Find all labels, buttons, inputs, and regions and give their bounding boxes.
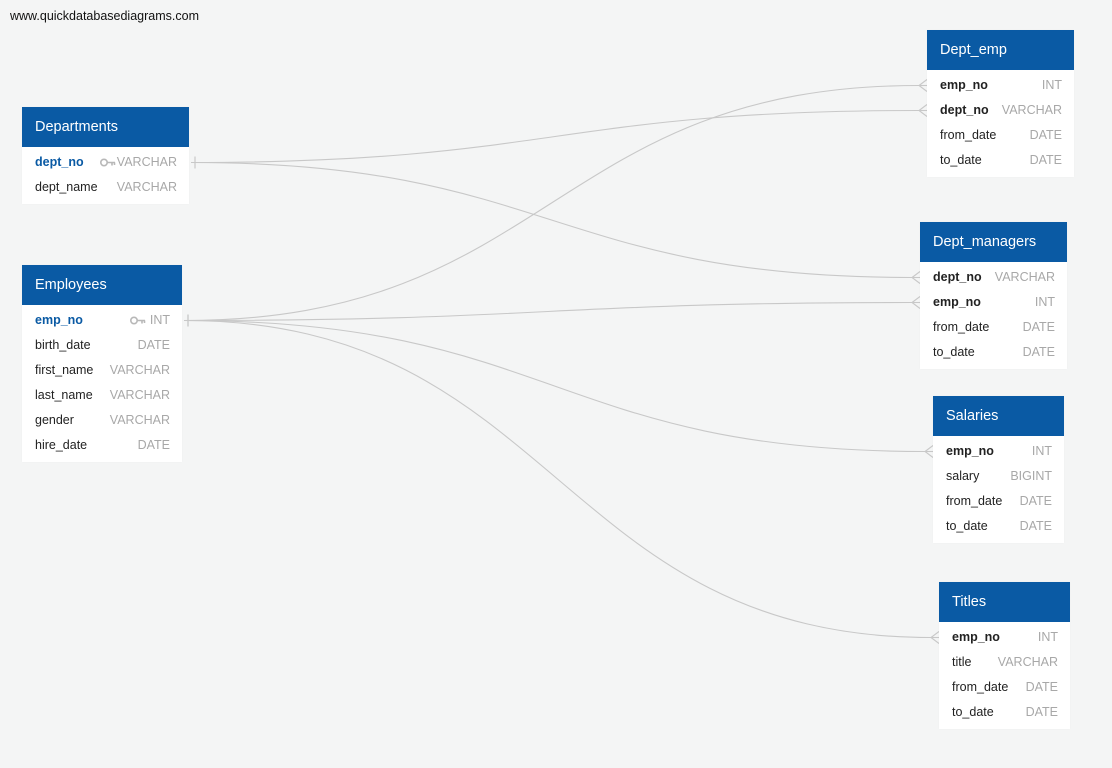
column-name: to_date [946, 519, 988, 533]
watermark-text: www.quickdatabasediagrams.com [10, 9, 199, 23]
column-name: gender [35, 413, 74, 427]
table-title[interactable]: Departments [22, 107, 189, 147]
column-type: DATE [1022, 320, 1055, 334]
column-row[interactable]: first_name VARCHAR [22, 358, 182, 383]
column-name: first_name [35, 363, 94, 377]
column-name: dept_name [35, 180, 98, 194]
column-row[interactable]: salary BIGINT [933, 464, 1064, 489]
relationship-line [190, 156, 921, 284]
column-type: INT [1034, 295, 1055, 309]
column-name: dept_no [933, 270, 982, 284]
column-type: VARCHAR [109, 363, 170, 377]
column-row[interactable]: to_date DATE [920, 340, 1067, 365]
column-row[interactable]: from_date DATE [920, 315, 1067, 340]
column-type: VARCHAR [109, 413, 170, 427]
table-employees[interactable]: Employees emp_no INT birth_date DATE fir… [22, 265, 182, 462]
column-name: last_name [35, 388, 93, 402]
table-title[interactable]: Dept_emp [927, 30, 1074, 70]
column-type: DATE [1022, 345, 1055, 359]
column-name: dept_no [35, 155, 84, 169]
column-list: emp_no INT birth_date DATE first_name VA… [22, 305, 182, 462]
table-titles[interactable]: Titles emp_no INT title VARCHAR from_dat… [939, 582, 1070, 729]
column-type: DATE [1029, 128, 1062, 142]
column-list: dept_no VARCHAR dept_name VARCHAR [22, 147, 189, 204]
column-name: to_date [933, 345, 975, 359]
primary-key-icon [99, 150, 116, 175]
primary-key-icon [129, 308, 146, 333]
column-row[interactable]: title VARCHAR [939, 650, 1070, 675]
column-name: from_date [952, 680, 1009, 694]
column-type: DATE [137, 338, 170, 352]
column-name: to_date [940, 153, 982, 167]
relationship-line [190, 104, 928, 169]
column-type: VARCHAR [116, 155, 177, 169]
column-name: emp_no [946, 444, 994, 458]
column-type: DATE [1029, 153, 1062, 167]
column-type: INT [149, 313, 170, 327]
column-row[interactable]: last_name VARCHAR [22, 383, 182, 408]
relationship-line [183, 79, 928, 327]
column-row[interactable]: from_date DATE [933, 489, 1064, 514]
column-name: title [952, 655, 972, 669]
column-name: salary [946, 469, 980, 483]
column-row[interactable]: from_date DATE [939, 675, 1070, 700]
table-dept-managers[interactable]: Dept_managers dept_no VARCHAR emp_no INT… [920, 222, 1067, 369]
column-row[interactable]: hire_date DATE [22, 433, 182, 458]
column-name: dept_no [940, 103, 989, 117]
table-salaries[interactable]: Salaries emp_no INT salary BIGINT from_d… [933, 396, 1064, 543]
column-type: DATE [1025, 680, 1058, 694]
column-name: birth_date [35, 338, 91, 352]
column-name: emp_no [940, 78, 988, 92]
column-name: emp_no [952, 630, 1000, 644]
column-row[interactable]: to_date DATE [939, 700, 1070, 725]
column-list: dept_no VARCHAR emp_no INT from_date DAT… [920, 262, 1067, 369]
column-row[interactable]: emp_no INT [920, 290, 1067, 315]
column-list: emp_no INT salary BIGINT from_date DATE … [933, 436, 1064, 543]
column-name: from_date [940, 128, 997, 142]
table-title[interactable]: Dept_managers [920, 222, 1067, 262]
relationship-line [183, 314, 934, 458]
column-type: INT [1041, 78, 1062, 92]
column-row[interactable]: to_date DATE [927, 148, 1074, 173]
column-type: VARCHAR [994, 270, 1055, 284]
table-title[interactable]: Titles [939, 582, 1070, 622]
column-type: VARCHAR [116, 180, 177, 194]
column-list: emp_no INT title VARCHAR from_date DATE … [939, 622, 1070, 729]
column-type: INT [1037, 630, 1058, 644]
column-type: VARCHAR [997, 655, 1058, 669]
column-type: DATE [137, 438, 170, 452]
column-type: INT [1031, 444, 1052, 458]
table-title[interactable]: Employees [22, 265, 182, 305]
column-type: DATE [1025, 705, 1058, 719]
column-name: hire_date [35, 438, 88, 452]
column-row[interactable]: emp_no INT [933, 439, 1064, 464]
column-row[interactable]: gender VARCHAR [22, 408, 182, 433]
column-type: BIGINT [1010, 469, 1052, 483]
column-name: emp_no [35, 313, 83, 327]
column-type: VARCHAR [1001, 103, 1062, 117]
table-dept-emp[interactable]: Dept_emp emp_no INT dept_no VARCHAR from… [927, 30, 1074, 177]
relationship-line [183, 314, 940, 644]
column-row[interactable]: to_date DATE [933, 514, 1064, 539]
column-row[interactable]: dept_no VARCHAR [22, 150, 189, 175]
column-row[interactable]: emp_no INT [927, 73, 1074, 98]
column-name: emp_no [933, 295, 981, 309]
table-title[interactable]: Salaries [933, 396, 1064, 436]
column-row[interactable]: from_date DATE [927, 123, 1074, 148]
column-row[interactable]: dept_name VARCHAR [22, 175, 189, 200]
column-row[interactable]: emp_no INT [939, 625, 1070, 650]
column-name: from_date [933, 320, 990, 334]
column-row[interactable]: birth_date DATE [22, 333, 182, 358]
column-name: to_date [952, 705, 994, 719]
column-type: DATE [1019, 494, 1052, 508]
column-list: emp_no INT dept_no VARCHAR from_date DAT… [927, 70, 1074, 177]
column-type: DATE [1019, 519, 1052, 533]
column-row[interactable]: emp_no INT [22, 308, 182, 333]
column-row[interactable]: dept_no VARCHAR [920, 265, 1067, 290]
column-name: from_date [946, 494, 1003, 508]
table-departments[interactable]: Departments dept_no VARCHAR dept_name VA… [22, 107, 189, 204]
relationship-line [183, 296, 921, 327]
column-type: VARCHAR [109, 388, 170, 402]
column-row[interactable]: dept_no VARCHAR [927, 98, 1074, 123]
